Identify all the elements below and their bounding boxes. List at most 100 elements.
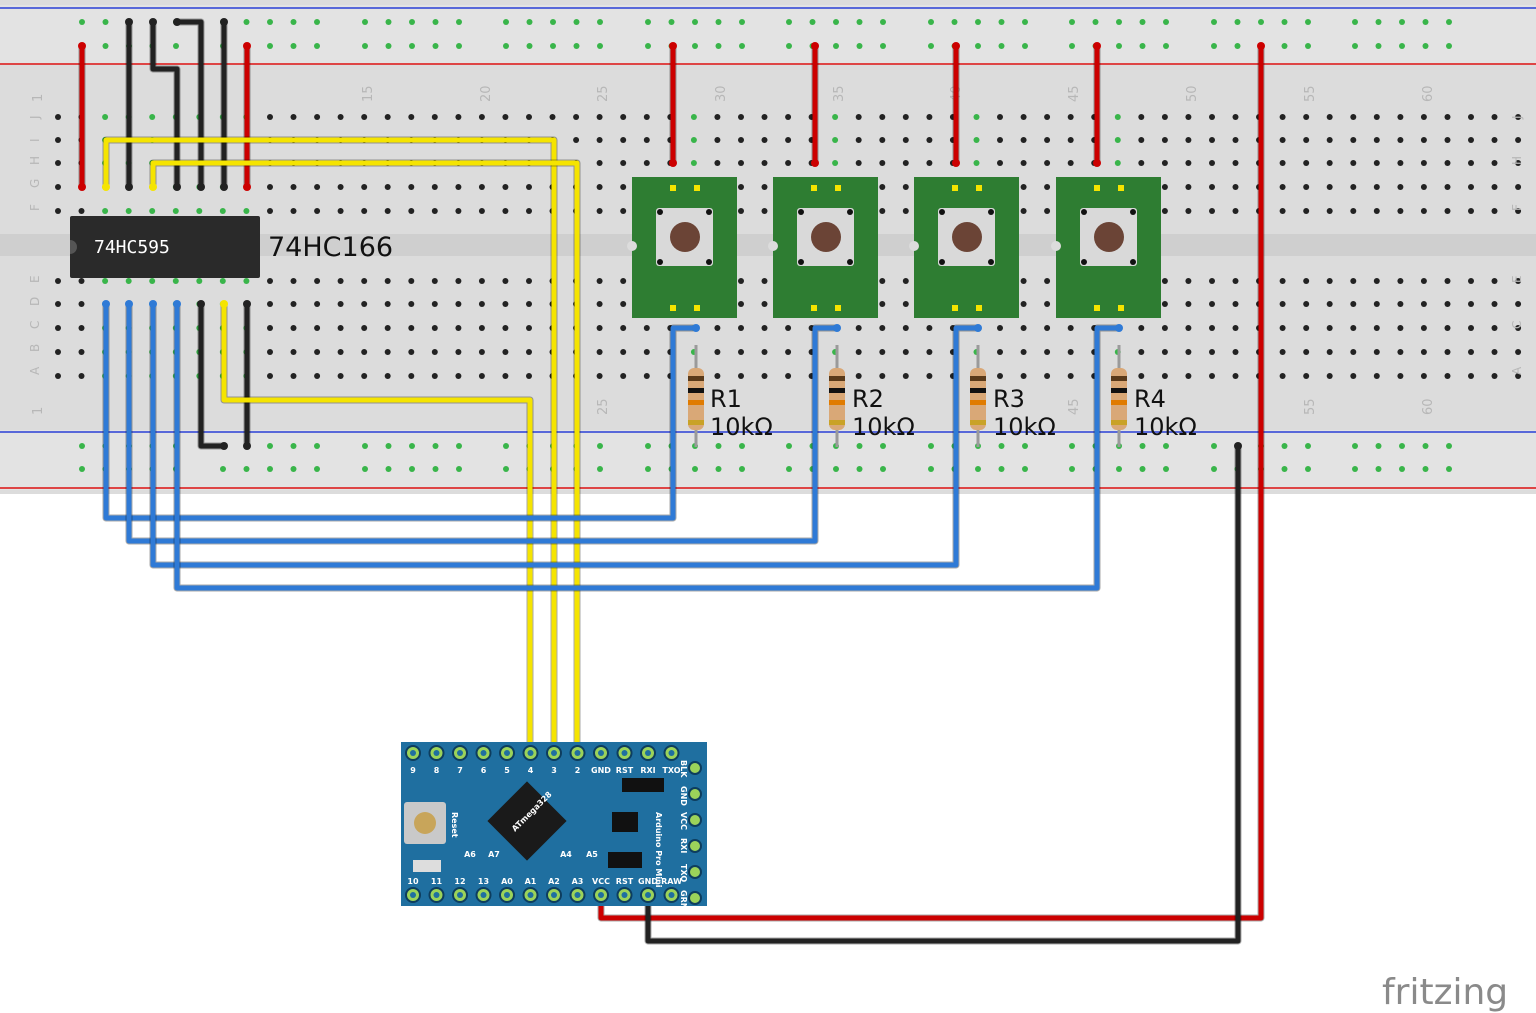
arduino-pin-hole (574, 892, 581, 898)
breadboard-hole (761, 325, 768, 331)
button-cap (811, 222, 841, 252)
rail-hole (1211, 443, 1217, 449)
breadboard-hole (1373, 373, 1380, 379)
breadboard-hole (314, 373, 321, 379)
rail-hole (503, 19, 509, 25)
breadboard-hole (1185, 373, 1192, 379)
button-screw (798, 259, 804, 265)
breadboard-hole (1279, 373, 1286, 379)
breadboard-hole (526, 325, 532, 331)
breadboard-hole (526, 373, 532, 379)
rail-hole (314, 443, 320, 449)
breadboard-hole (267, 114, 273, 120)
rail-hole (173, 43, 179, 49)
breadboard-hole (1232, 208, 1239, 214)
breadboard-hole (761, 349, 768, 355)
board-name: Arduino Pro Mini (654, 812, 663, 888)
breadboard-hole (1279, 301, 1286, 307)
breadboard-hole (314, 208, 321, 214)
breadboard-hole (761, 160, 768, 166)
breadboard-hole (1303, 278, 1310, 284)
breadboard-hole (55, 160, 61, 166)
breadboard-hole (1232, 278, 1239, 284)
arduino-pin-label: A0 (501, 877, 513, 886)
column-number: 35 (832, 85, 847, 102)
button-pad (694, 305, 700, 311)
breadboard-hole (1138, 349, 1145, 355)
rail-hole (880, 19, 886, 25)
black-wire-end (220, 442, 228, 450)
breadboard-hole (620, 278, 627, 284)
breadboard-hole (1044, 325, 1051, 331)
breadboard-hole (761, 184, 768, 190)
breadboard-hole (1185, 208, 1192, 214)
breadboard-hole (1067, 373, 1074, 379)
arduino-pin-hole (433, 750, 440, 756)
breadboard-hole (361, 184, 368, 190)
arduino-pin (688, 839, 702, 853)
breadboard-hole (196, 208, 203, 214)
rail-hole (573, 43, 580, 49)
button-pad (952, 305, 958, 311)
breadboard-hole (431, 349, 438, 355)
rail-hole (1022, 19, 1028, 25)
resistor-value: 10kΩ (852, 413, 915, 441)
breadboard-hole (596, 349, 603, 355)
rail-hole (1446, 443, 1452, 449)
breadboard-hole (596, 184, 603, 190)
breadboard-hole (125, 208, 132, 214)
rail-hole (385, 443, 392, 449)
red-wire-end (243, 42, 251, 50)
breadboard-hole (1444, 114, 1451, 120)
breadboard-hole (1468, 160, 1474, 166)
rail-hole (786, 43, 792, 49)
breadboard-hole (926, 325, 933, 331)
arduino-pin-label: RAW (661, 877, 682, 886)
breadboard-hole (1373, 160, 1380, 166)
breadboard-hole (1491, 184, 1498, 190)
rail-hole (290, 443, 297, 449)
red-wire-end (669, 159, 677, 167)
arduino-pin (688, 787, 702, 801)
breadboard-hole (1067, 114, 1074, 120)
rail-hole (79, 19, 85, 25)
breadboard-hole (502, 208, 509, 214)
breadboard-hole (926, 114, 933, 120)
breadboard-hole (620, 373, 627, 379)
rail-hole (1422, 443, 1429, 449)
column-number: 50 (1185, 85, 1200, 102)
button-screw (657, 209, 663, 215)
breadboard-hole (1491, 349, 1498, 355)
red-wire-end (243, 183, 251, 191)
rail-hole (1446, 43, 1452, 49)
arduino-pin-hole (504, 750, 510, 756)
breadboard-hole (1326, 301, 1333, 307)
breadboard-hole (926, 373, 933, 379)
breadboard-hole (478, 301, 485, 307)
rail-hole (739, 19, 745, 25)
row-letter: H (1510, 156, 1524, 165)
button-pad (1118, 305, 1124, 311)
rail-hole (1375, 19, 1382, 25)
rail-hole (692, 19, 698, 25)
breadboard-hole (855, 160, 862, 166)
breadboard-hole (596, 114, 603, 120)
row-letter: A (28, 366, 42, 375)
breadboard-hole (1161, 137, 1168, 143)
breadboard-hole (1232, 114, 1239, 120)
breadboard-hole (761, 114, 768, 120)
arduino-pin-label: 10 (407, 877, 419, 886)
top-power-rail (0, 5, 1536, 65)
rail-hole (1163, 443, 1169, 449)
arduino-pin-hole (668, 750, 675, 756)
breadboard-hole (761, 208, 768, 214)
breadboard-hole (973, 160, 980, 166)
rail-hole (975, 43, 981, 49)
breadboard-hole (1350, 349, 1357, 355)
breadboard-hole (1303, 114, 1310, 120)
rail-hole (362, 466, 368, 472)
button-screw (657, 259, 663, 265)
breadboard-hole (408, 325, 415, 331)
